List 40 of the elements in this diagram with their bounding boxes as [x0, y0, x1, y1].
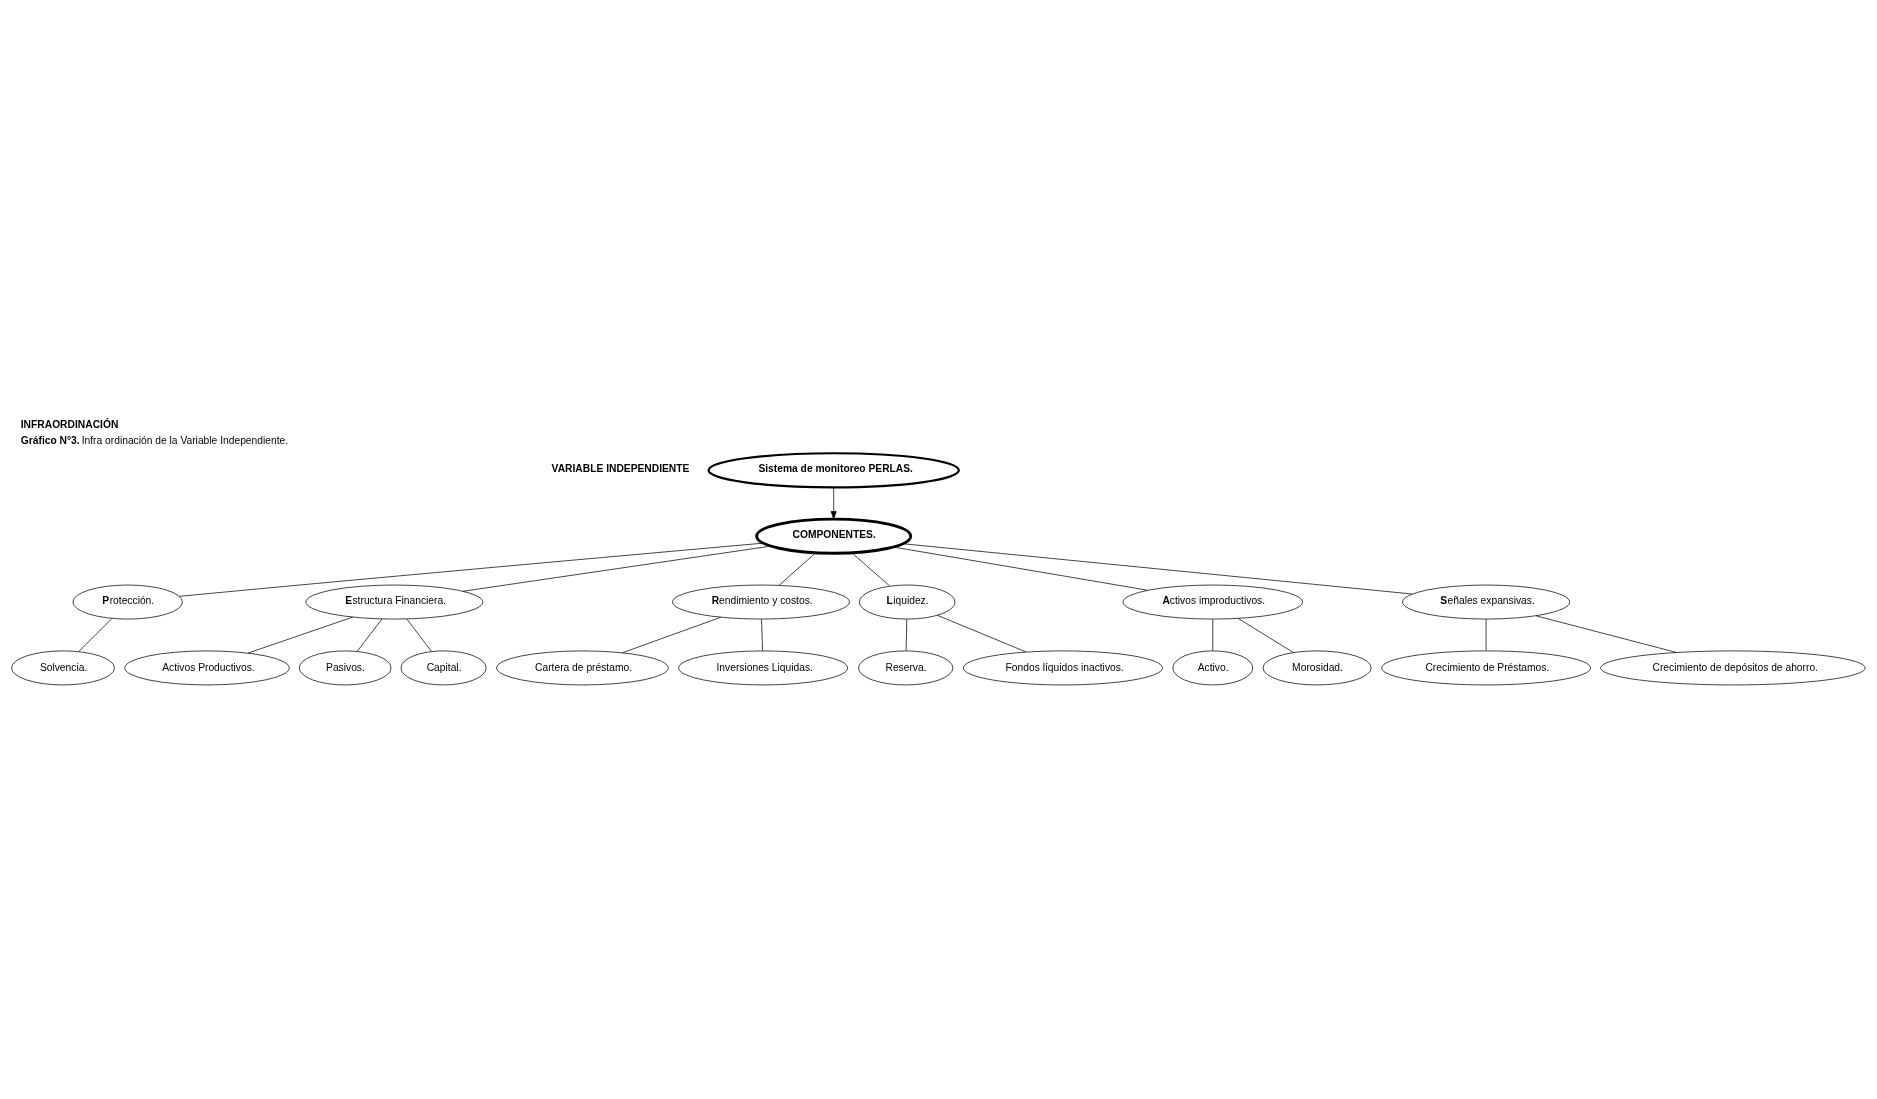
connector	[893, 546, 1148, 591]
node-ellipse: Señales expansivas.	[1402, 584, 1570, 619]
node-ellipse: Crecimiento de depósitos de ahorro.	[1600, 650, 1866, 685]
connector	[622, 616, 722, 653]
connector	[905, 618, 908, 651]
connector	[178, 542, 764, 597]
node-ellipse: Crecimiento de Préstamos.	[1381, 650, 1591, 685]
node-ellipse: Activos Productivos.	[124, 650, 290, 685]
arrow	[830, 486, 837, 519]
node-ellipse: Activos improductivos.	[1122, 584, 1303, 619]
node-ellipse: Pasivos.	[298, 650, 392, 685]
node-ellipse: Cartera de préstamo.	[496, 650, 669, 685]
node-ellipse: Solvencia.	[11, 650, 115, 685]
node-ellipse: Estructura Financiera.	[305, 584, 484, 619]
node-ellipse: Sistema de monitoreo PERLAS.	[707, 451, 960, 488]
diagram-title: INFRAORDINACIÓN	[20, 418, 119, 430]
node-ellipse: Fondos líquidos inactivos.	[962, 650, 1163, 685]
connector	[1535, 614, 1677, 653]
node-ellipse: Inversiones Liquidas.	[678, 650, 849, 685]
node-ellipse: COMPONENTES.	[755, 517, 913, 555]
connector	[1237, 617, 1294, 653]
node-ellipse: Rendimiento y costos.	[672, 584, 850, 619]
connector	[462, 545, 772, 592]
node-ellipse: Activo.	[1172, 650, 1254, 685]
connector	[937, 614, 1027, 652]
connector	[902, 542, 1413, 594]
node-ellipse: Capital.	[400, 650, 487, 685]
node-ellipse: Reserva.	[858, 650, 954, 685]
connector	[851, 552, 890, 586]
connector	[778, 552, 816, 586]
caption: Gráfico N°3. Infra ordinación de la Variable Independiente.	[20, 434, 289, 446]
connector	[248, 616, 353, 653]
connector	[356, 618, 383, 652]
connector	[78, 617, 113, 652]
node-ellipse: Protección.	[72, 584, 183, 619]
node-ellipse: Liquidez.	[858, 584, 956, 619]
node-ellipse: Morosidad.	[1262, 650, 1372, 685]
label: VARIABLE INDEPENDIENTE	[551, 462, 690, 474]
connector	[406, 618, 432, 652]
connector	[761, 618, 763, 651]
